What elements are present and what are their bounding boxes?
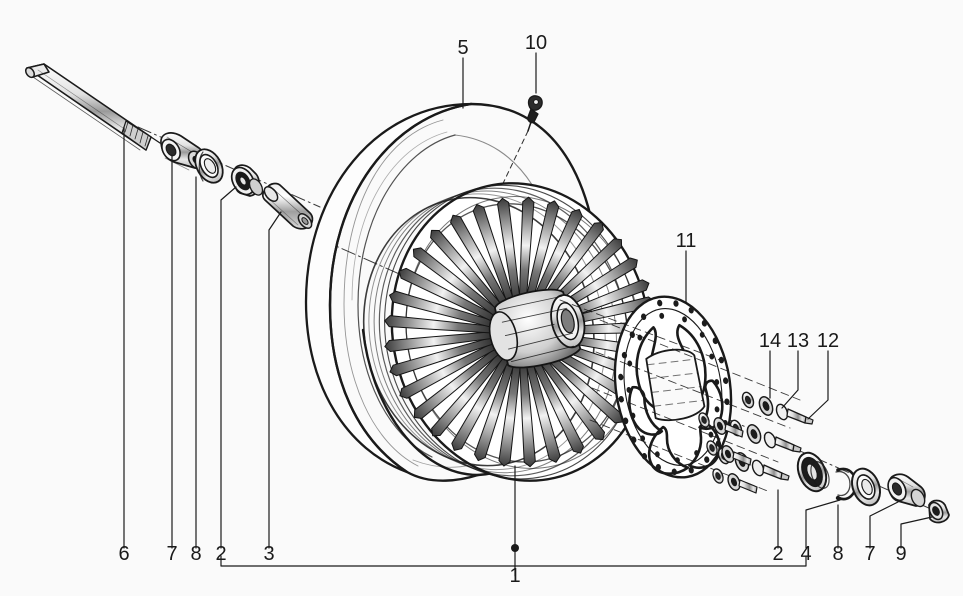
part-bearing-right <box>887 473 926 508</box>
fastener-cluster-4 <box>698 412 744 438</box>
callout-2-right[interactable]: 2 <box>772 543 784 565</box>
callout-14[interactable]: 14 <box>758 330 782 352</box>
part-spacer-ring-right <box>851 467 881 507</box>
callout-9[interactable]: 9 <box>895 543 907 565</box>
part-tire <box>304 102 602 482</box>
callout-12[interactable]: 12 <box>816 330 840 352</box>
fastener-cluster-5 <box>706 440 752 466</box>
fastener-cluster-2 <box>729 419 802 453</box>
callout-6[interactable]: 6 <box>118 543 130 565</box>
callout-5[interactable]: 5 <box>457 37 469 59</box>
part-inner-spacer-tube <box>261 182 314 230</box>
callout-4[interactable]: 4 <box>800 543 812 565</box>
callout-1[interactable]: 1 <box>509 565 521 587</box>
part-spacer-ring-left <box>194 148 224 184</box>
callout-7-left[interactable]: 7 <box>166 543 178 565</box>
fastener-cluster-1 <box>741 391 814 425</box>
callout-11[interactable]: 11 <box>675 230 697 252</box>
part-wheel-axle <box>24 63 161 151</box>
callout-8-right[interactable]: 8 <box>832 543 844 565</box>
callout-8-left[interactable]: 8 <box>190 543 202 565</box>
part-axle-nut <box>928 499 950 524</box>
callout-10[interactable]: 10 <box>524 32 548 54</box>
fastener-cluster-6 <box>712 468 758 494</box>
callout-13[interactable]: 13 <box>786 330 810 352</box>
part-bearing-2-left <box>230 164 264 197</box>
callout-3[interactable]: 3 <box>263 543 275 565</box>
callout-7-right[interactable]: 7 <box>864 543 876 565</box>
part-front-wheel-assembly <box>362 182 659 482</box>
part-bearing-2-right <box>796 451 830 493</box>
callout-2-left[interactable]: 2 <box>215 543 227 565</box>
